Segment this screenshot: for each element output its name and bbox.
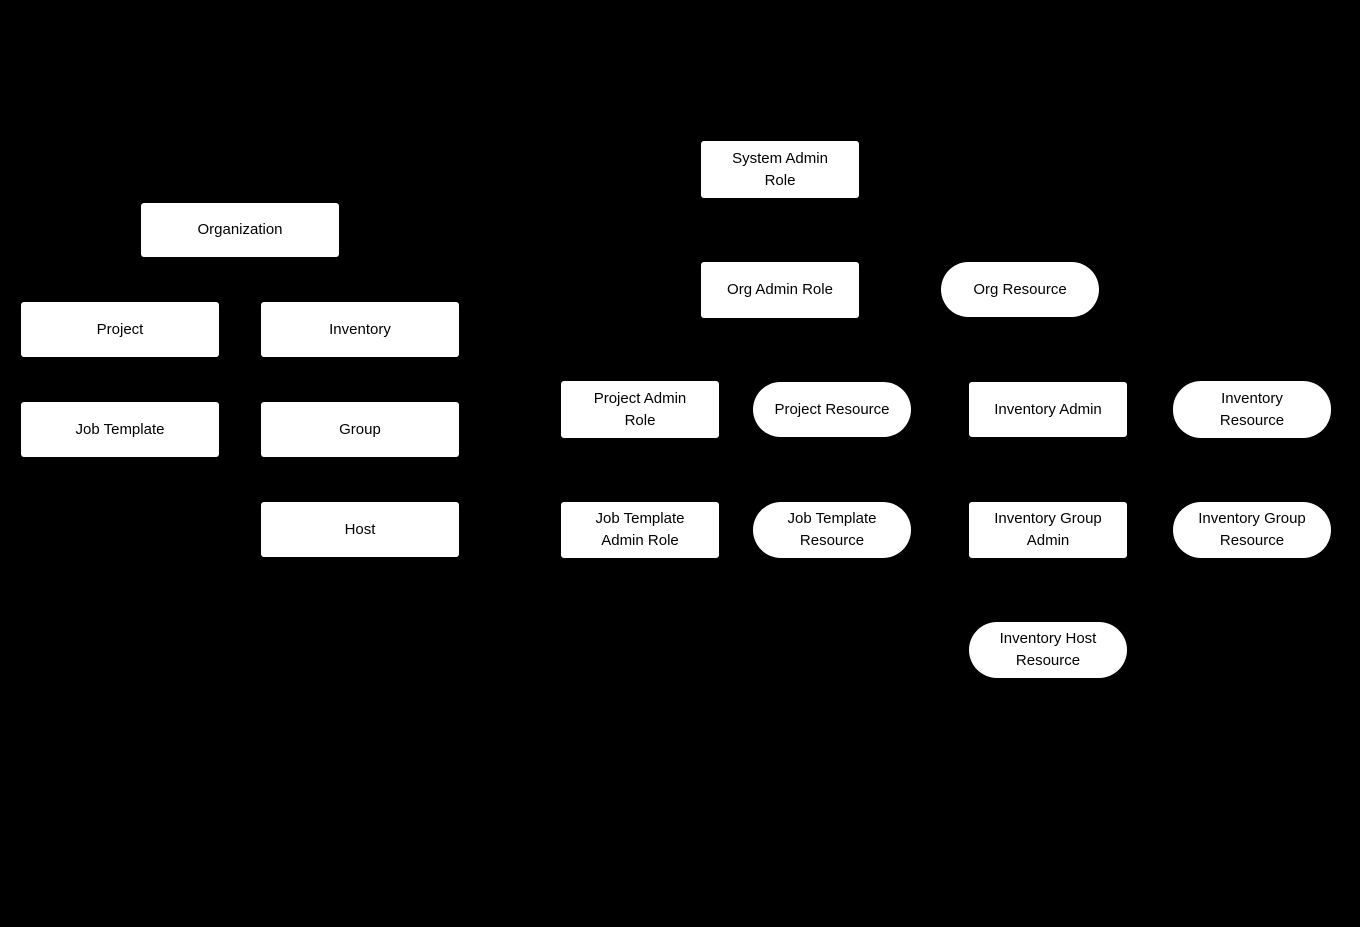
node-project-admin-role: Project Admin Role: [561, 381, 719, 438]
node-inventory-host-resource: Inventory Host Resource: [969, 622, 1127, 678]
node-org-admin-role: Org Admin Role: [701, 262, 859, 318]
node-inventory-group-admin: Inventory Group Admin: [969, 502, 1127, 558]
node-inventory-group-resource: Inventory Group Resource: [1173, 502, 1331, 558]
node-project: Project: [21, 302, 219, 357]
node-organization: Organization: [141, 203, 339, 257]
node-job-template: Job Template: [21, 402, 219, 457]
node-host: Host: [261, 502, 459, 557]
node-job-template-resource: Job Template Resource: [753, 502, 911, 558]
node-system-admin-role: System Admin Role: [701, 141, 859, 198]
node-job-template-admin-role: Job Template Admin Role: [561, 502, 719, 558]
node-org-resource: Org Resource: [941, 262, 1099, 317]
node-inventory-resource: Inventory Resource: [1173, 381, 1331, 438]
node-inventory-admin: Inventory Admin: [969, 382, 1127, 437]
node-inventory: Inventory: [261, 302, 459, 357]
node-project-resource: Project Resource: [753, 382, 911, 437]
node-group: Group: [261, 402, 459, 457]
